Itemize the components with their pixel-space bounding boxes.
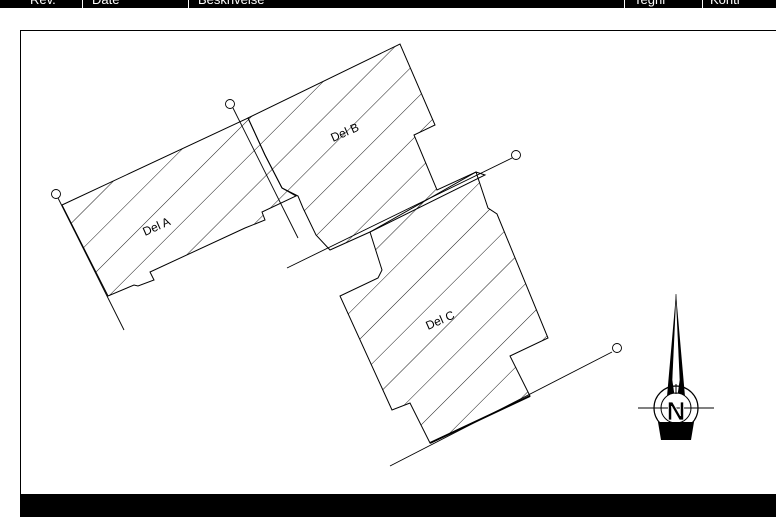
north-arrow-icon: N bbox=[638, 293, 714, 440]
header-divider bbox=[624, 0, 625, 8]
grid-bubble-6 bbox=[511, 150, 521, 160]
north-letter: N bbox=[667, 396, 686, 426]
drawing-frame bbox=[20, 30, 776, 517]
drawn-label: Tegnr bbox=[634, 0, 667, 8]
header-divider bbox=[188, 0, 189, 8]
base-line bbox=[429, 395, 531, 444]
grid-line-6 bbox=[286, 157, 513, 269]
header-divider bbox=[82, 0, 83, 8]
control-label: Kontr bbox=[710, 0, 741, 8]
grid-line-1 bbox=[232, 107, 299, 239]
header-divider bbox=[702, 0, 703, 8]
date-label: Date bbox=[92, 0, 119, 8]
title-block-header: Rev. Date Beskrivelse Tegnr Kontr bbox=[0, 0, 776, 8]
grid-lines bbox=[57, 107, 613, 467]
grid-bubble-13 bbox=[612, 343, 622, 353]
grid-line-a bbox=[57, 197, 125, 331]
footer-bar bbox=[20, 494, 776, 517]
grid-bubble-a bbox=[51, 189, 61, 199]
description-label: Beskrivelse bbox=[198, 0, 264, 8]
rev-label: Rev. bbox=[30, 0, 56, 8]
grid-bubbles bbox=[51, 99, 622, 353]
grid-bubble-1 bbox=[225, 99, 235, 109]
